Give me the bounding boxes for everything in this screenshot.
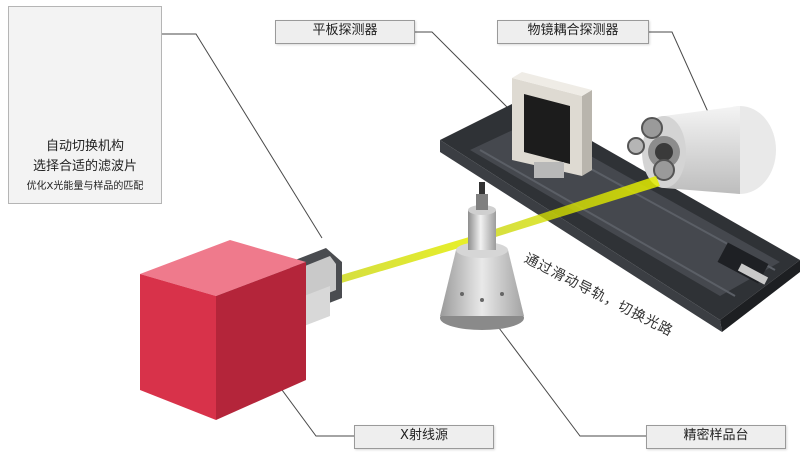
label-xray-source: X射线源 (354, 425, 494, 449)
lens-coupled-detector (627, 106, 776, 194)
leader-lens-coupled (648, 31, 709, 113)
filter-changer-inset: 自动切换机构 选择合适的滤波片 优化X光能量与样品的匹配 (8, 6, 162, 204)
leader-sample-stage (495, 323, 646, 437)
label-lens-coupled-detector: 物镜耦合探测器 (497, 20, 649, 44)
leader-flat-panel (414, 31, 521, 121)
leader-filter-changer (160, 33, 323, 239)
sample-stage (440, 182, 524, 330)
inset-line-3: 优化X光能量与样品的匹配 (26, 181, 144, 192)
xray-beam (338, 176, 660, 284)
inset-title: 自动切换机构 (45, 139, 124, 154)
flat-panel-detector (512, 72, 592, 178)
label-flat-panel-detector: 平板探测器 (275, 20, 415, 44)
inset-line-2: 选择合适的滤波片 (32, 159, 137, 174)
xray-source-box (140, 240, 306, 420)
label-sample-stage: 精密样品台 (646, 425, 786, 449)
